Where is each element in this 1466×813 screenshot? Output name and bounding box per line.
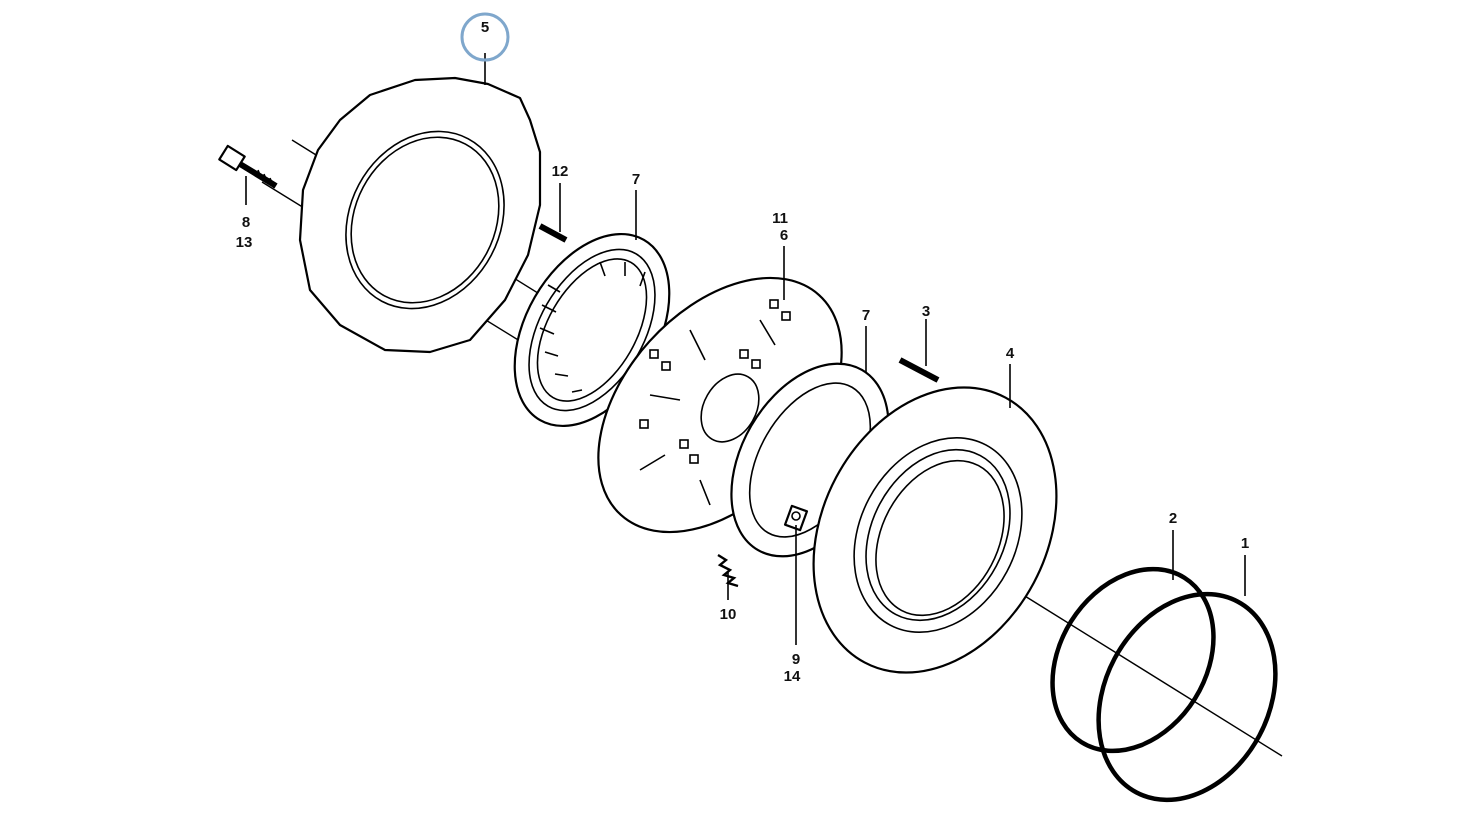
- callout-7-right[interactable]: 7: [862, 307, 870, 324]
- callout-2[interactable]: 2: [1169, 510, 1177, 527]
- callout-3[interactable]: 3: [922, 303, 930, 320]
- callout-13[interactable]: 13: [236, 234, 253, 251]
- part-2-o-ring[interactable]: [1020, 539, 1247, 781]
- part-4-pressure-plate[interactable]: [766, 345, 1105, 715]
- callout-4[interactable]: 4: [1006, 345, 1015, 362]
- callout-14[interactable]: 14: [784, 668, 801, 685]
- part-5-plate[interactable]: [298, 76, 542, 354]
- callout-10[interactable]: 10: [720, 606, 737, 623]
- callout-11[interactable]: 11: [772, 210, 788, 227]
- leader-lines: [245, 53, 1246, 645]
- part-8-bolt[interactable]: [218, 144, 278, 189]
- part-3-pin[interactable]: [898, 357, 940, 383]
- callout-7-left[interactable]: 7: [632, 171, 640, 188]
- highlight-circle: [460, 12, 510, 62]
- part-10-spring[interactable]: [717, 553, 739, 588]
- callout-1[interactable]: 1: [1241, 535, 1249, 552]
- callout-5[interactable]: 5: [481, 19, 489, 36]
- part-12-pin[interactable]: [538, 223, 568, 243]
- part-1-o-ring[interactable]: [1064, 563, 1310, 813]
- callout-12[interactable]: 12: [552, 163, 569, 180]
- part-9-nut[interactable]: [783, 504, 809, 532]
- callout-9[interactable]: 9: [792, 651, 800, 668]
- callout-6[interactable]: 6: [780, 227, 788, 244]
- callout-8[interactable]: 8: [242, 214, 250, 231]
